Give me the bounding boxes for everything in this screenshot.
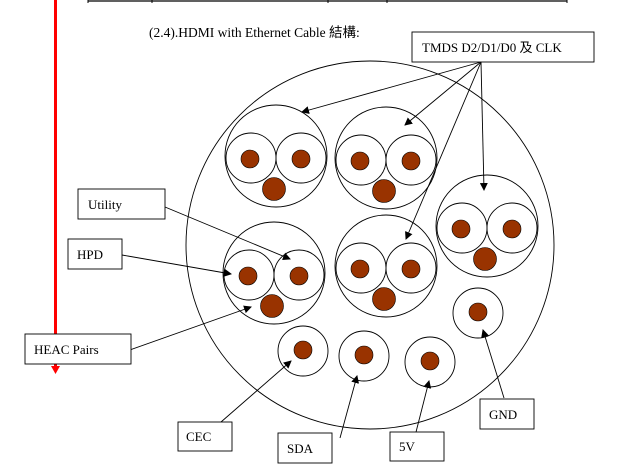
single-conductor-sda	[338, 330, 390, 382]
conductor	[354, 345, 374, 365]
bundle-tmds-2	[334, 106, 438, 210]
label-heac-pairs: HEAC Pairs	[24, 333, 132, 365]
svg-text:CEC: CEC	[186, 429, 211, 444]
label-hpd: HPD	[67, 238, 123, 270]
svg-text:HEAC Pairs: HEAC Pairs	[34, 342, 99, 357]
conductor-left	[240, 149, 260, 169]
red-margin-arrow	[51, 0, 60, 374]
drain-wire	[372, 287, 396, 311]
insulation	[338, 330, 390, 382]
label-utility: Utility	[77, 188, 166, 220]
section-heading: (2.4).HDMI with Ethernet Cable 結構:	[149, 25, 360, 40]
sda-arrow	[339, 375, 360, 439]
heac-arrow	[126, 305, 252, 352]
cec-arrow	[220, 360, 292, 423]
conductor	[293, 340, 313, 360]
bundle-shield	[334, 214, 438, 318]
label-sda: SDA	[277, 432, 333, 464]
bundle-tmds-3	[435, 174, 539, 278]
tmds-arrow-3	[405, 61, 482, 240]
pair-insulation-right	[385, 242, 437, 294]
conductor-right	[291, 149, 311, 169]
pair-insulation-right	[275, 132, 327, 184]
insulation	[277, 325, 329, 377]
drain-wire	[260, 294, 284, 318]
5v-arrow	[414, 380, 432, 437]
svg-text:5V: 5V	[399, 439, 416, 454]
conductor-right	[289, 266, 309, 286]
svg-text:Utility: Utility	[88, 197, 122, 212]
utility-arrow	[164, 206, 291, 261]
single-conductor-5v	[404, 336, 456, 388]
tmds-arrow-1	[301, 61, 482, 114]
conductor	[420, 351, 440, 371]
label-cec: CEC	[177, 421, 233, 452]
bundle-heac-utility-hpd	[334, 214, 438, 318]
bundle-shield	[224, 104, 328, 208]
gnd-arrow	[481, 329, 505, 399]
pair-insulation-right	[385, 134, 437, 186]
drain-wire	[473, 247, 497, 271]
label-5v: 5V	[389, 431, 445, 462]
label-tmds: TMDS D2/D1/D0 及 CLK	[411, 31, 595, 63]
cable-jacket	[185, 60, 555, 430]
pair-insulation-right	[486, 202, 538, 254]
drain-wire	[262, 177, 286, 201]
single-conductor-gnd	[452, 287, 504, 339]
conductor	[468, 302, 488, 322]
conductor-left	[350, 259, 370, 279]
single-conductor-cec	[277, 325, 329, 377]
leader-lines	[121, 61, 505, 439]
svg-text:GND: GND	[489, 407, 517, 422]
bundle-tmds-1	[224, 104, 328, 208]
conductor-right	[502, 219, 522, 239]
conductor-right	[401, 151, 421, 171]
svg-text:HPD: HPD	[77, 247, 103, 262]
conductor-left	[238, 266, 258, 286]
tmds-arrow-2	[404, 61, 482, 126]
top-table-border	[87, 0, 568, 3]
svg-text:TMDS D2/D1/D0 及 CLK: TMDS D2/D1/D0 及 CLK	[422, 40, 562, 55]
drain-wire	[372, 179, 396, 203]
svg-text:SDA: SDA	[287, 441, 314, 456]
hpd-arrow	[121, 254, 232, 277]
tmds-arrow-4	[479, 61, 488, 191]
insulation	[452, 287, 504, 339]
label-gnd: GND	[479, 398, 535, 430]
pair-insulation-right	[273, 249, 325, 301]
bundle-shield	[334, 106, 438, 210]
conductor-right	[401, 259, 421, 279]
bundle-shield	[435, 174, 539, 278]
conductor-left	[451, 219, 471, 239]
conductor-left	[350, 151, 370, 171]
